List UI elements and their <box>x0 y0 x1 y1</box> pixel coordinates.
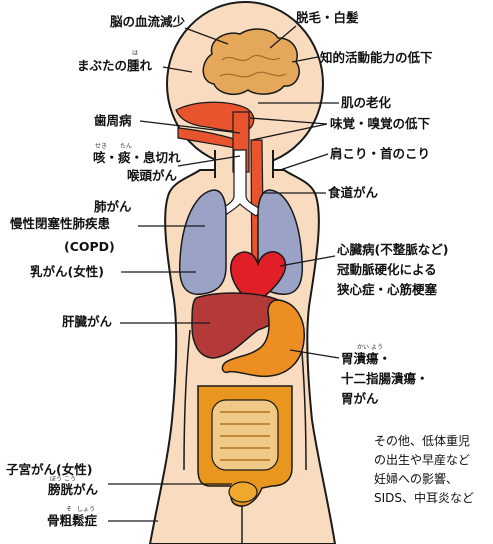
label-esophageal-cancer: 食道がん <box>328 185 378 201</box>
label-shoulder-neck: 肩こり・首のこり <box>330 146 430 162</box>
note-line-4: SIDS、中耳炎など <box>374 489 474 508</box>
ruby-cough: せき <box>95 143 107 150</box>
label-liver-cancer: 肝臓がん <box>62 314 112 330</box>
ruby-osteo-shou: しょう <box>77 506 95 513</box>
label-taste-smell: 味覚・嗅覚の低下 <box>330 116 430 132</box>
label-coronary: 冠動脈硬化による <box>337 262 437 278</box>
label-brain-blood-flow: 脳の血流減少 <box>110 14 185 30</box>
label-osteoporosis: 骨粗鬆症 <box>47 513 97 529</box>
label-laryngeal-cancer: 喉頭がん <box>127 168 177 184</box>
note-line-3: 妊婦への影響、 <box>374 470 458 489</box>
label-copd-abbr: (COPD) <box>64 239 115 255</box>
label-stomach-cancer: 胃がん <box>341 391 379 407</box>
ruby-swelling: は <box>132 50 138 57</box>
ruby-ulcer-kai: かい <box>357 344 369 351</box>
label-eyelid-swelling: まぶたの腫れ <box>77 58 152 74</box>
label-cognitive-decline: 知的活動能力の低下 <box>320 50 433 66</box>
ruby-phlegm: たん <box>120 143 132 150</box>
label-copd: 慢性閉塞性肺疾患 <box>10 216 110 232</box>
label-hair-loss: 脱毛・白髪 <box>296 10 359 26</box>
label-gum-disease: 歯周病 <box>94 113 132 129</box>
label-gastric-ulcer: 胃潰瘍・ <box>341 351 391 367</box>
note-line-2: の出生や早産など <box>374 451 470 470</box>
label-bladder-cancer: 膀胱がん <box>48 482 98 498</box>
label-heart-disease: 心臓病(不整脈など) <box>337 242 448 258</box>
ruby-osteo-sou: そ <box>66 506 72 513</box>
label-lung-cancer: 肺がん <box>94 199 132 215</box>
ruby-bladder-kou: こう <box>64 476 76 483</box>
brain <box>203 29 299 94</box>
label-angina: 狭心症・心筋梗塞 <box>337 282 437 298</box>
label-breast-cancer: 乳がん(女性) <box>30 264 104 280</box>
label-duodenal-ulcer: 十二指腸潰瘍・ <box>341 371 429 387</box>
bladder <box>229 482 257 502</box>
ruby-ulcer-you: よう <box>371 344 383 351</box>
note-line-1: その他、低体重児 <box>374 432 470 451</box>
ruby-bladder-bou: ぼう <box>50 476 62 483</box>
label-cough: 咳・痰・息切れ <box>93 150 181 166</box>
label-skin-aging: 肌の老化 <box>341 95 391 111</box>
